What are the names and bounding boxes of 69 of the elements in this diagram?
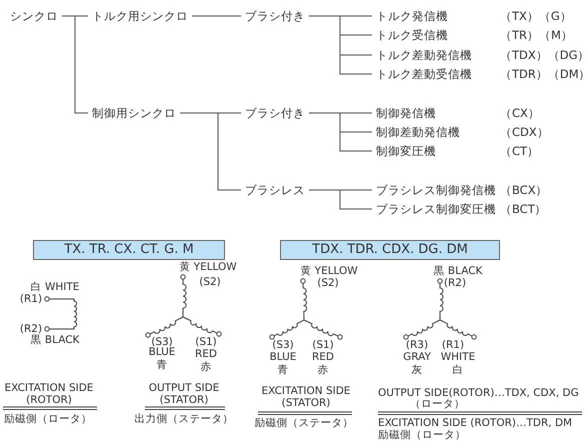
code-label: （TDR）（DM） [500, 67, 588, 81]
code-label: （TX）（G） [500, 9, 572, 23]
terminal-label: (S3) [151, 336, 173, 348]
terminal-label: (R1) [442, 339, 464, 351]
wire-color-label: 黒 BLACK [434, 265, 482, 277]
terminal-label: (R2) [20, 323, 42, 335]
category-label: 制御用シンクロ [88, 106, 180, 120]
terminal-label: (S2) [317, 277, 339, 289]
wire-color-label: 白 WHITE [30, 281, 80, 293]
category-label: トルク差動受信機 [376, 67, 473, 81]
category-label: ブラシ付き [241, 9, 309, 23]
wire-color-label: 青 [278, 364, 288, 376]
caption: （ロータ） [410, 398, 465, 410]
category-label: トルク差動発信機 [376, 48, 473, 62]
wire-color-label: BLUE [148, 346, 176, 358]
wire-color-label: 黄 YELLOW [300, 265, 358, 277]
category-label: ブラシレス制御発信機 [376, 183, 497, 197]
tree-connector [308, 16, 372, 74]
terminal-label: (S2) [199, 276, 221, 288]
caption: EXCITATION SIDE (ROTOR) [4, 382, 94, 406]
wire-color-label: WHITE [440, 351, 476, 363]
terminal-label: (R2) [444, 277, 466, 289]
caption: OUTPUT SIDE(ROTOR)…TDX, CDX, DG [378, 387, 579, 399]
caption: 励磁側（ロータ） [378, 429, 466, 441]
wire-color-label: 黒 BLACK [30, 334, 80, 346]
tree-connector [308, 190, 372, 210]
caption: EXCITATION SIDE (STATOR) [260, 385, 352, 409]
wire-color-label: 白 [452, 364, 464, 376]
category-label: ブラシレス制御変圧機 [376, 202, 497, 216]
terminal-label: (S1) [195, 336, 217, 348]
category-label: 制御発信機 [376, 106, 437, 120]
code-label: （TDX）（DG） [500, 48, 588, 62]
wire-color-label: 青 [156, 359, 168, 371]
category-label: ブラシレス [241, 183, 309, 197]
tree-connector [308, 112, 372, 152]
category-label: トルク受信機 [376, 28, 449, 42]
category-label: 制御差動発信機 [376, 125, 461, 139]
wire-color-label: RED [195, 348, 217, 360]
category-label: トルク用シンクロ [88, 9, 192, 23]
tree-connector [180, 112, 242, 190]
caption: OUTPUT SIDE (STATOR) [148, 382, 220, 406]
code-label: （CT） [500, 144, 540, 158]
terminal-label: (R1) [20, 293, 42, 305]
category-label: ブラシ付き [241, 106, 309, 120]
type-header-box: TDX. TDR. CDX. DG. DM [280, 240, 500, 260]
code-label: （BCX） [500, 183, 548, 197]
terminal-label: (R3) [406, 339, 428, 351]
category-label: トルク発信機 [376, 9, 449, 23]
caption: 励磁側（ロータ） [4, 413, 92, 425]
wire-color-label: RED [312, 351, 334, 363]
wire-color-label: 赤 [318, 364, 328, 376]
code-label: （TR）（M） [500, 28, 573, 42]
wire-color-label: BLUE [270, 351, 296, 363]
caption: EXCITATION SIDE (ROTOR)…TDR, DM [378, 417, 572, 429]
code-label: （CDX） [500, 125, 549, 139]
category-label: シンクロ [6, 9, 62, 23]
caption: 出力側（ステータ） [134, 413, 234, 425]
tree-connector [62, 16, 88, 114]
code-label: （BCT） [500, 202, 547, 216]
terminal-label: (S1) [312, 339, 334, 351]
terminal-label: (S3) [272, 339, 294, 351]
wire-color-label: 黄 YELLOW [179, 261, 237, 273]
code-label: （CX） [500, 106, 540, 120]
wire-color-label: 赤 [200, 361, 212, 373]
category-label: 制御変圧機 [376, 144, 437, 158]
type-header-box: TX. TR. CX. CT. G. M [33, 240, 225, 260]
caption: 励磁側（ステータ） [254, 417, 354, 429]
wire-color-label: GRAY [403, 351, 431, 363]
wire-color-label: 灰 [412, 364, 422, 376]
